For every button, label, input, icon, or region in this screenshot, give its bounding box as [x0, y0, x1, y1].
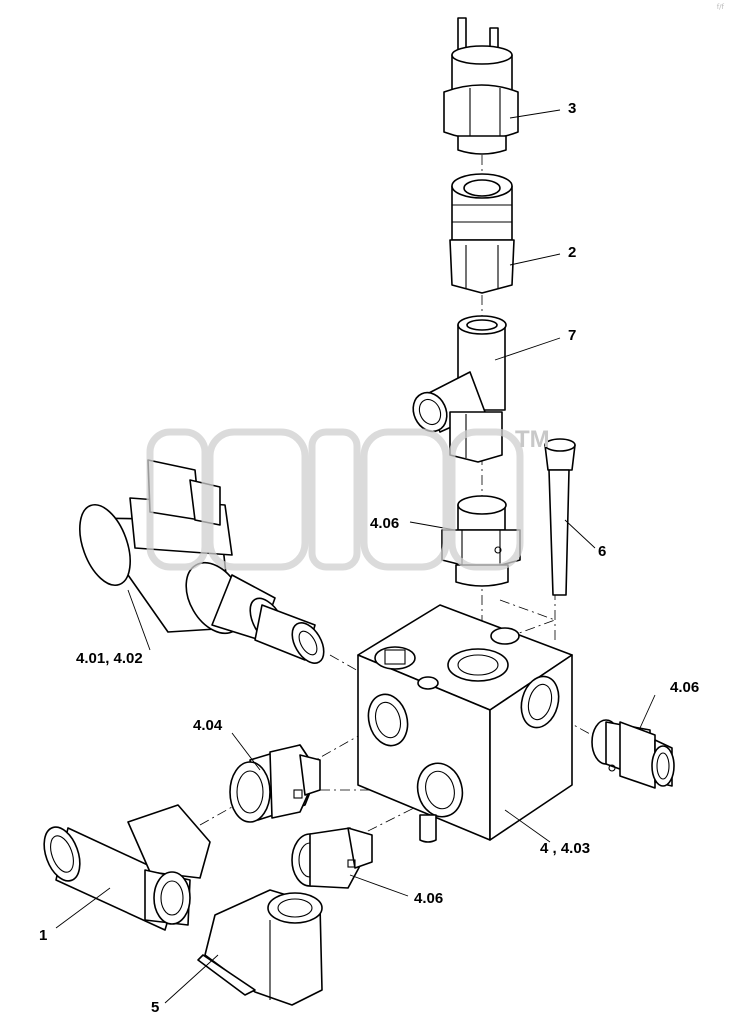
- bolt-part-6: [544, 438, 576, 596]
- callout-4-01-4-02: 4.01, 4.02: [76, 650, 143, 667]
- callout-5: 5: [151, 999, 160, 1016]
- fitting-part-4-06-right: [591, 719, 675, 789]
- callout-4-06-upper: 4.06: [370, 515, 400, 532]
- elbow-part-5: [197, 889, 323, 1006]
- callout-2: 2: [568, 244, 577, 261]
- callout-3: 3: [568, 100, 577, 117]
- fitting-part-4-04: [229, 744, 321, 823]
- callout-7: 7: [568, 327, 577, 344]
- pressure-switch-part-3: [443, 17, 519, 155]
- callout-4-04: 4.04: [193, 717, 223, 734]
- hex-adapter-part-2: [449, 173, 515, 294]
- tee-part-1: [43, 804, 211, 931]
- corner-note: f/f: [716, 3, 724, 11]
- leader-lines: [55, 109, 656, 1004]
- tee-fitting-part-7: [412, 315, 507, 463]
- callout-4-06-lower: 4.06: [414, 890, 444, 907]
- valve-block-part-4: [357, 604, 573, 843]
- watermark-trademark: TM: [515, 426, 550, 453]
- fitting-part-4-06-lower: [291, 827, 373, 889]
- callout-4-4-03: 4 , 4.03: [540, 840, 591, 857]
- callout-4-06-right: 4.06: [670, 679, 700, 696]
- callout-6: 6: [598, 543, 607, 560]
- watermark-logo: [146, 428, 524, 571]
- callout-1: 1: [39, 927, 48, 944]
